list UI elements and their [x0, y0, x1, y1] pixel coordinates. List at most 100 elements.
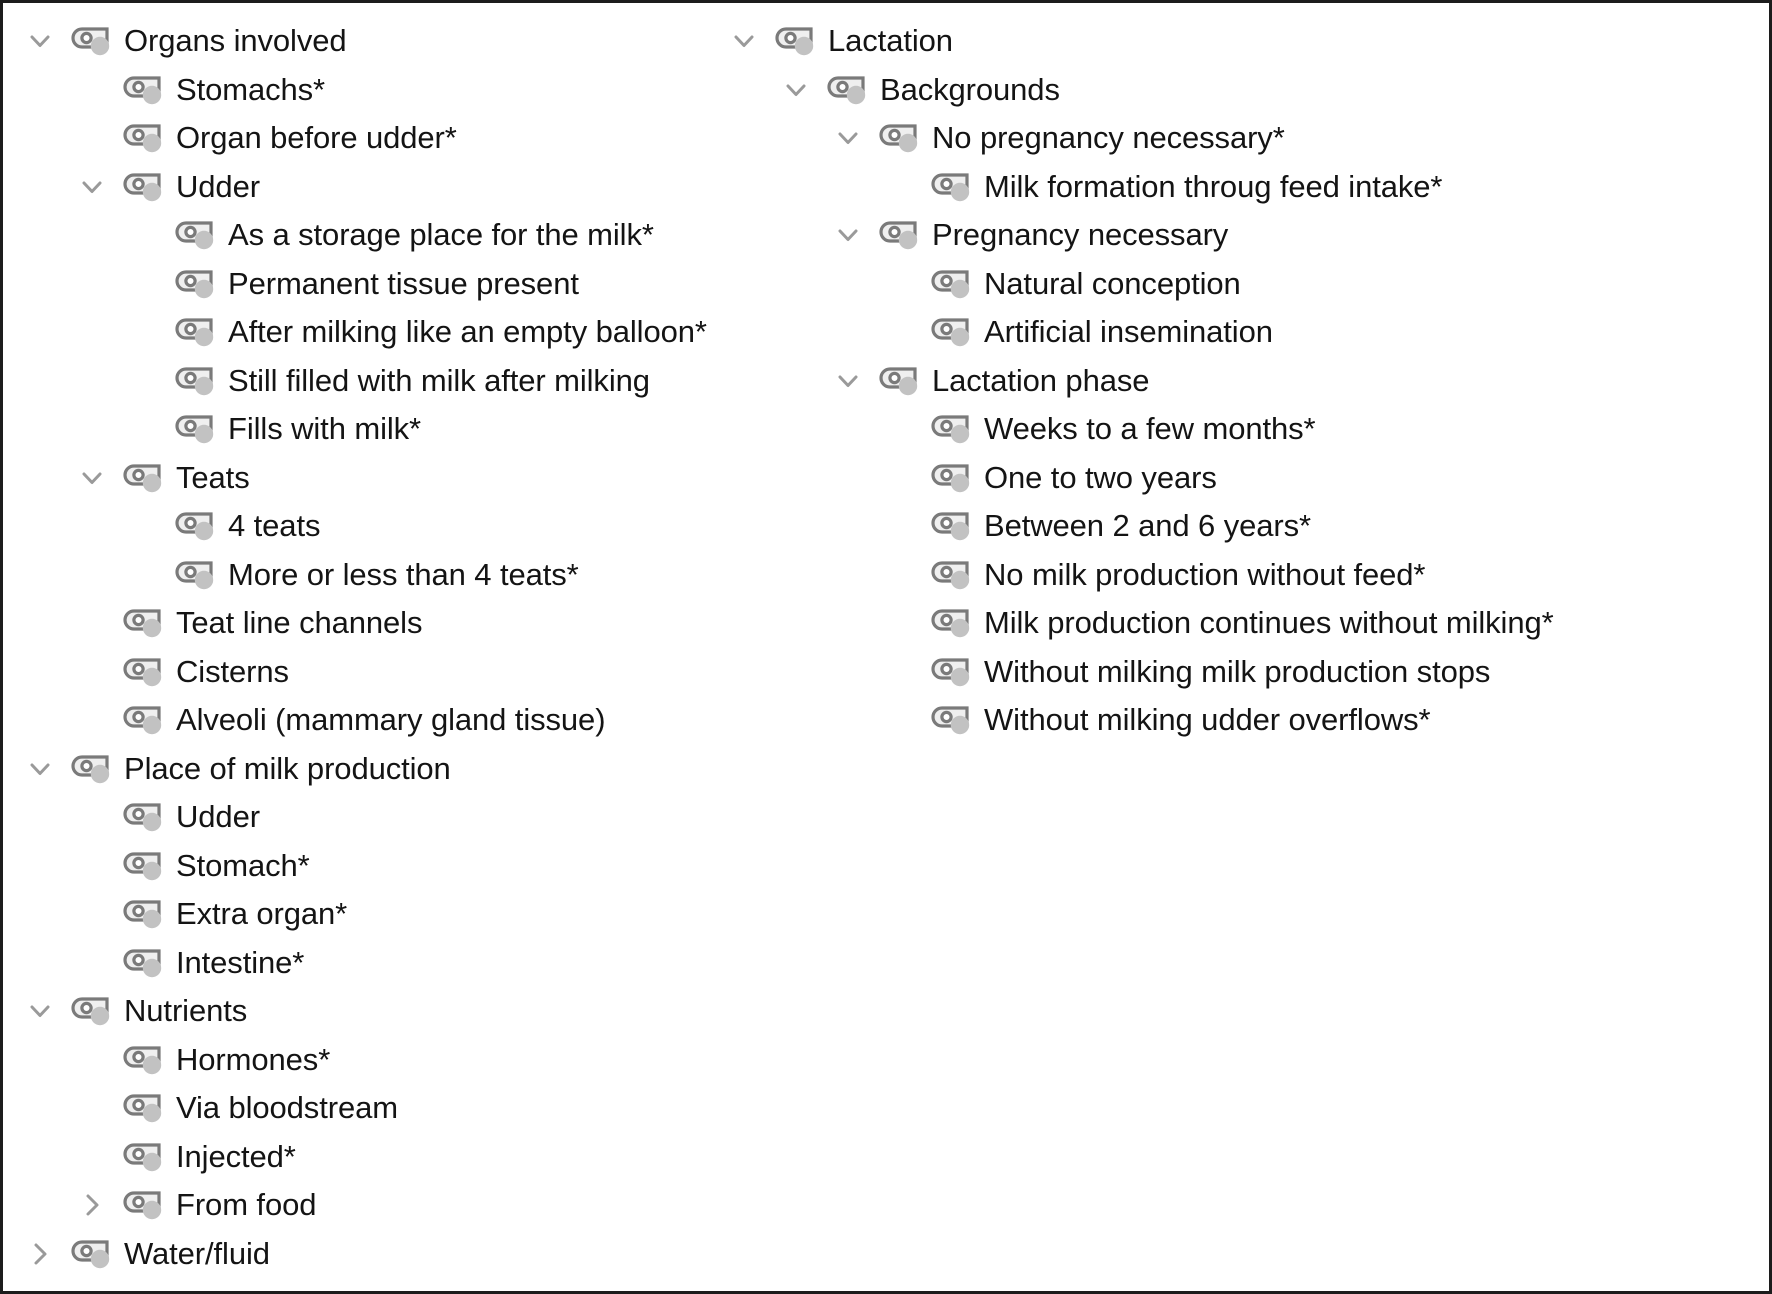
tree-node-intestine[interactable]: Intestine* [121, 939, 837, 988]
chevron-down-icon[interactable] [23, 994, 57, 1028]
tree-node-pregnancy-necessary[interactable]: Pregnancy necessary [838, 211, 1751, 260]
tree-node-udder[interactable]: Udder [121, 793, 837, 842]
tree-node-label: Teat line channels [176, 605, 423, 641]
tree-node-alveoli-mammary-gland-tissue[interactable]: Alveoli (mammary gland tissue) [121, 696, 837, 745]
node-icon [121, 946, 167, 980]
node-icon [929, 558, 975, 592]
tree-node-lactation[interactable]: Lactation [734, 17, 1751, 66]
tree-node-label: Udder [176, 799, 260, 835]
node-icon [121, 1188, 167, 1222]
chevron-down-icon[interactable] [831, 121, 865, 155]
node-icon [121, 897, 167, 931]
tree-node-without-milking-milk-production-stops[interactable]: Without milking milk production stops [929, 648, 1751, 697]
chevron-down-icon[interactable] [75, 170, 109, 204]
tree-node-nutrients[interactable]: Nutrients [30, 987, 837, 1036]
tree-node-label: Injected* [176, 1138, 296, 1174]
tree-node-water-fluid[interactable]: Water/fluid [34, 1230, 837, 1279]
tree-node-label: Hormones* [176, 1041, 331, 1077]
tree-node-permanent-tissue-present[interactable]: Permanent tissue present [173, 260, 837, 309]
tree-node-label: Milk formation throug feed intake* [984, 168, 1443, 204]
tree-node-organs-involved[interactable]: Organs involved [30, 17, 837, 66]
tree-node-milk-formation-throug-feed-intake[interactable]: Milk formation throug feed intake* [929, 163, 1751, 212]
tree-node-from-food[interactable]: From food [86, 1181, 837, 1230]
tree-node-label: One to two years [984, 459, 1217, 495]
tree-node-label: Via bloodstream [176, 1090, 398, 1126]
node-icon [173, 218, 219, 252]
tree-node-without-milking-udder-overflows[interactable]: Without milking udder overflows* [929, 696, 1751, 745]
tree-node-place-of-milk-production[interactable]: Place of milk production [30, 745, 837, 794]
node-icon [773, 24, 819, 58]
node-icon [929, 267, 975, 301]
tree-node-label: Organ before udder* [176, 120, 457, 156]
tree-node-label: Udder [176, 168, 260, 204]
node-icon [69, 24, 115, 58]
tree-node-fills-with-milk[interactable]: Fills with milk* [173, 405, 837, 454]
node-icon [825, 73, 871, 107]
node-icon [121, 1043, 167, 1077]
tree-node-milk-production-continues-without-milking[interactable]: Milk production continues without milkin… [929, 599, 1751, 648]
node-icon [121, 73, 167, 107]
chevron-down-icon[interactable] [831, 364, 865, 398]
tree-node-udder[interactable]: Udder [82, 163, 837, 212]
node-icon [929, 655, 975, 689]
chevron-down-icon[interactable] [23, 752, 57, 786]
tree-node-lactation-phase[interactable]: Lactation phase [838, 357, 1751, 406]
chevron-down-icon[interactable] [75, 461, 109, 495]
node-icon [929, 509, 975, 543]
tree-node-one-to-two-years[interactable]: One to two years [929, 454, 1751, 503]
tree-node-label: Between 2 and 6 years* [984, 508, 1311, 544]
tree-node-label: Water/fluid [124, 1235, 270, 1271]
chevron-right-icon[interactable] [75, 1188, 109, 1222]
node-icon [69, 1237, 115, 1271]
tree-node-via-bloodstream[interactable]: Via bloodstream [121, 1084, 837, 1133]
tree-node-hormones[interactable]: Hormones* [121, 1036, 837, 1085]
tree-node-extra-organ[interactable]: Extra organ* [121, 890, 837, 939]
tree-node-natural-conception[interactable]: Natural conception [929, 260, 1751, 309]
tree-node-organ-before-udder[interactable]: Organ before udder* [121, 114, 837, 163]
node-icon [69, 752, 115, 786]
tree-node-label: Permanent tissue present [228, 265, 579, 301]
tree-node-label: Without milking milk production stops [984, 653, 1491, 689]
node-icon [121, 170, 167, 204]
tree-node-backgrounds[interactable]: Backgrounds [786, 66, 1751, 115]
tree-node-label: Weeks to a few months* [984, 411, 1316, 447]
tree-node-cisterns[interactable]: Cisterns [121, 648, 837, 697]
node-icon [121, 800, 167, 834]
tree-node-label: Artificial insemination [984, 314, 1273, 350]
tree-node-more-or-less-than-4-teats[interactable]: More or less than 4 teats* [173, 551, 837, 600]
tree-node-teats[interactable]: Teats [82, 454, 837, 503]
tree-node-label: 4 teats [228, 508, 321, 544]
tree-node-label: As a storage place for the milk* [228, 217, 654, 253]
tree-node-no-milk-production-without-feed[interactable]: No milk production without feed* [929, 551, 1751, 600]
tree-node-artificial-insemination[interactable]: Artificial insemination [929, 308, 1751, 357]
node-icon [121, 655, 167, 689]
chevron-right-icon[interactable] [23, 1237, 57, 1271]
tree-node-label: Alveoli (mammary gland tissue) [176, 702, 606, 738]
tree-node-label: Stomach* [176, 847, 310, 883]
node-icon [121, 121, 167, 155]
chevron-down-icon[interactable] [727, 24, 761, 58]
tree-node-label: Fills with milk* [228, 411, 422, 447]
tree-node-weeks-to-a-few-months[interactable]: Weeks to a few months* [929, 405, 1751, 454]
tree-node-4-teats[interactable]: 4 teats [173, 502, 837, 551]
tree-node-label: No pregnancy necessary* [932, 120, 1285, 156]
tree-node-as-a-storage-place-for-the-milk[interactable]: As a storage place for the milk* [173, 211, 837, 260]
tree-node-injected[interactable]: Injected* [121, 1133, 837, 1182]
chevron-down-icon[interactable] [23, 24, 57, 58]
tree-node-still-filled-with-milk-after-milking[interactable]: Still filled with milk after milking [173, 357, 837, 406]
tree-node-between-2-and-6-years[interactable]: Between 2 and 6 years* [929, 502, 1751, 551]
tree-node-label: Intestine* [176, 944, 305, 980]
chevron-down-icon[interactable] [779, 73, 813, 107]
node-icon [877, 218, 923, 252]
tree-node-no-pregnancy-necessary[interactable]: No pregnancy necessary* [838, 114, 1751, 163]
tree-node-stomach[interactable]: Stomach* [121, 842, 837, 891]
chevron-down-icon[interactable] [831, 218, 865, 252]
node-icon [929, 606, 975, 640]
node-icon [173, 267, 219, 301]
tree-node-stomachs[interactable]: Stomachs* [121, 66, 837, 115]
tree-node-after-milking-like-an-empty-balloon[interactable]: After milking like an empty balloon* [173, 308, 837, 357]
node-icon [929, 703, 975, 737]
tree-node-teat-line-channels[interactable]: Teat line channels [121, 599, 837, 648]
